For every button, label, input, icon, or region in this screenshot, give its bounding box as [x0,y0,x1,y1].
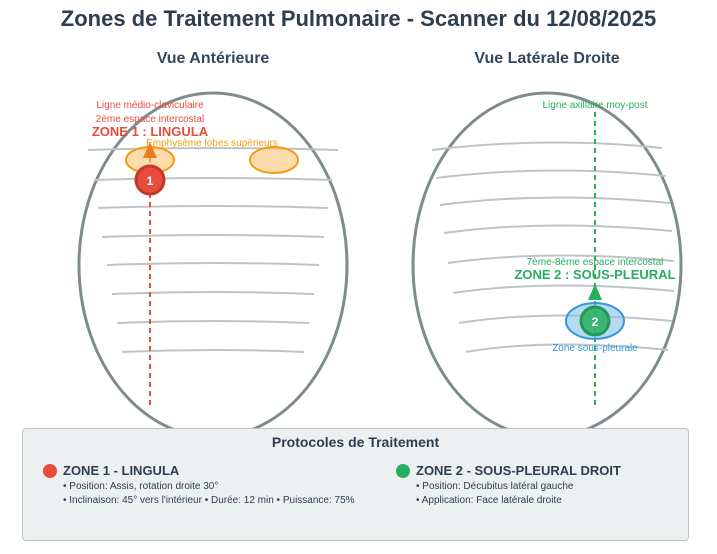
page-title: Zones de Traitement Pulmonaire - Scanner… [60,6,657,31]
zone2-arrow [588,284,602,300]
lateral-line-label: Ligne axillaire moy-post [542,100,647,111]
zone1-protocol: ZONE 1 - LINGULA • Position: Assis, rota… [43,463,355,506]
zone1-marker-number: 1 [147,174,154,188]
anterior-ribs [87,147,339,353]
anterior-space-label: 2ème espace intercostal [96,114,204,125]
zone2-protocol: ZONE 2 - SOUS-PLEURAL DROIT • Position: … [396,463,621,506]
zone2-marker-number: 2 [592,315,599,329]
zone2-marker [579,305,611,337]
zone2-protocol-line: • Application: Face latérale droite [416,495,562,506]
zone1-protocol-line: • Position: Assis, rotation droite 30° [63,481,219,492]
zone1-label: ZONE 1 : LINGULA [92,124,209,139]
zone1-marker [134,164,166,196]
lateral-view: 2 Ligne axillaire moy-post 7ème-8ème esp… [411,91,683,439]
zone1-protocol-line: • Inclinaison: 45° vers l'intérieur • Du… [63,495,355,506]
anterior-view-title: Vue Antérieure [156,50,270,67]
anterior-line-label: Ligne médio-claviculaire [96,100,204,111]
zone2-protocol-line: • Position: Décubitus latéral gauche [416,481,574,492]
zone2-protocol-name: ZONE 2 - SOUS-PLEURAL DROIT [416,463,621,478]
zone1-color-dot [43,463,57,478]
anterior-view: 1 Ligne médio-claviculaire 2ème espace i… [77,91,349,439]
zone1-arrow [143,142,157,158]
zone1-protocol-name: ZONE 1 - LINGULA [63,463,180,478]
zone2-label: ZONE 2 : SOUS-PLEURAL [514,267,675,282]
protocols-panel: Protocoles de Traitement ZONE 1 - LINGUL… [22,428,689,541]
emphysema-label: Emphysème lobes supérieurs [146,138,278,149]
lateral-ribs [431,141,675,353]
zone2-color-dot [396,463,410,478]
lateral-space-label: 7ème-8ème espace intercostal [527,257,664,268]
protocols-title: Protocoles de Traitement [271,434,440,450]
emphysema-zone-right [249,146,299,174]
lateral-view-title: Vue Latérale Droite [474,50,620,67]
subpleural-label: Zone sous-pleurale [552,343,638,354]
